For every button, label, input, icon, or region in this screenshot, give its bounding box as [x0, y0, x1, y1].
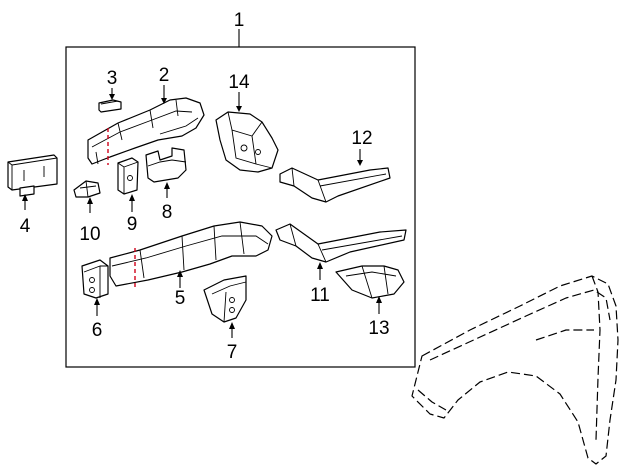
label-13: 13	[368, 318, 389, 339]
label-5: 5	[175, 288, 186, 309]
label-10: 10	[79, 224, 100, 245]
part-12-rail	[279, 167, 391, 203]
arrow-11	[317, 262, 323, 269]
part-8-bracket	[145, 147, 187, 183]
label-14: 14	[228, 72, 250, 93]
label-4: 4	[20, 216, 31, 237]
part-13-shield	[335, 265, 405, 299]
label-1: 1	[234, 10, 245, 31]
label-2: 2	[159, 65, 170, 86]
arrow-8	[164, 182, 170, 189]
part-10-bracket	[73, 180, 101, 198]
part-9-bracket	[117, 157, 139, 195]
arrow-14	[236, 106, 242, 112]
assembly-frame	[65, 46, 416, 368]
arrow-2	[161, 98, 167, 104]
part-11-rail	[275, 223, 407, 263]
arrow-4	[22, 194, 28, 201]
arrow-10	[87, 197, 93, 204]
label-12: 12	[351, 128, 372, 149]
part-14-reinforcement	[215, 111, 279, 173]
arrow-9	[129, 194, 135, 201]
arrow-7	[229, 322, 235, 329]
part-5-side-member	[109, 221, 273, 287]
part-7-gusset	[203, 275, 247, 323]
label-3: 3	[107, 68, 118, 89]
label-7: 7	[227, 342, 238, 363]
part-4-bracket	[7, 154, 58, 197]
arrow-12	[357, 160, 363, 166]
part-2-upper-rail	[87, 97, 205, 165]
label-8: 8	[162, 202, 173, 223]
arrow-3	[109, 94, 115, 100]
label-11: 11	[310, 285, 330, 306]
arrow-5	[177, 270, 183, 277]
part-6-mount-bracket	[81, 259, 109, 299]
arrow-6	[94, 298, 100, 305]
label-6: 6	[92, 320, 103, 341]
fender-outline	[411, 275, 619, 465]
arrow-13	[376, 296, 382, 303]
part-3-clip	[98, 99, 122, 113]
label-9: 9	[127, 214, 138, 235]
